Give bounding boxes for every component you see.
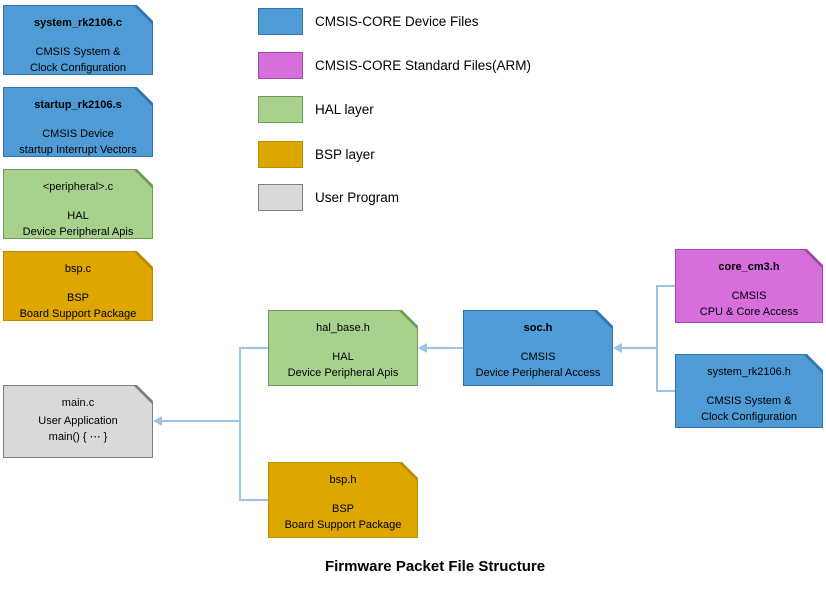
- legend-label: CMSIS-CORE Device Files: [315, 14, 479, 29]
- legend-swatch-green: [258, 96, 303, 123]
- node-shape-fill: [269, 311, 417, 385]
- node-line: Clock Configuration: [30, 62, 126, 74]
- node-line: Device Peripheral Apis: [287, 367, 399, 379]
- node-line: CMSIS System &: [706, 395, 792, 407]
- node-shape-fill: [464, 311, 612, 385]
- node-line: CMSIS: [520, 351, 556, 363]
- node-line: Device Peripheral Apis: [22, 226, 134, 238]
- node-shape-fill: [4, 170, 152, 238]
- node-line: BSP: [331, 503, 354, 515]
- node-line: Device Peripheral Access: [475, 367, 601, 379]
- node-title: startup_rk2106.s: [34, 99, 122, 111]
- node-line: Board Support Package: [284, 519, 402, 531]
- legend-item-user-program: User Program: [258, 184, 399, 211]
- connector-right-bracket-vertical: [656, 285, 658, 392]
- node-line: User Application: [38, 415, 118, 427]
- legend-swatch-blue: [258, 8, 303, 35]
- node-line: HAL: [67, 210, 89, 222]
- node-title: main.c: [61, 397, 95, 409]
- node-line: Board Support Package: [19, 308, 137, 320]
- node-shape-fill: [269, 463, 417, 537]
- connector-to-main-c: [161, 420, 240, 422]
- node-main-c: main.c User Application main() { ⋯ }: [3, 385, 153, 458]
- legend-label: CMSIS-CORE Standard Files(ARM): [315, 58, 532, 73]
- node-soc-h: soc.h CMSIS Device Peripheral Access: [463, 310, 613, 386]
- node-line: startup Interrupt Vectors: [19, 144, 137, 156]
- node-shape-fill: [4, 386, 152, 457]
- node-shape-fill: [4, 88, 152, 156]
- node-line: CMSIS System &: [35, 46, 121, 58]
- legend-swatch-gray: [258, 184, 303, 211]
- node-core-cm3-h: core_cm3.h CMSIS CPU & Core Access: [675, 249, 823, 323]
- node-bsp-c: bsp.c BSP Board Support Package: [3, 251, 153, 321]
- node-shape-fill: [676, 355, 822, 427]
- arrowhead-into-hal-base-h: [418, 343, 427, 353]
- connector-right-bracket-stub-bottom: [656, 390, 675, 392]
- legend-swatch-gold: [258, 141, 303, 168]
- node-line: Clock Configuration: [701, 411, 797, 423]
- node-title: <peripheral>.c: [42, 181, 114, 193]
- connector-left-bracket-vertical: [239, 347, 241, 501]
- node-system-rk2106-c: system_rk2106.c CMSIS System & Clock Con…: [3, 5, 153, 75]
- node-line: BSP: [66, 292, 89, 304]
- node-line: CMSIS Device: [42, 128, 114, 140]
- node-title: soc.h: [523, 322, 553, 334]
- node-system-rk2106-h: system_rk2106.h CMSIS System & Clock Con…: [675, 354, 823, 428]
- node-shape-fill: [4, 6, 152, 74]
- node-line: HAL: [332, 351, 354, 363]
- node-shape-fill: [676, 250, 822, 322]
- connector-left-bracket-stub-top: [239, 347, 268, 349]
- node-shape-fill: [4, 252, 152, 320]
- node-title: system_rk2106.c: [33, 17, 123, 29]
- node-title: core_cm3.h: [718, 261, 780, 273]
- legend-label: HAL layer: [315, 102, 374, 117]
- node-startup-rk2106-s: startup_rk2106.s CMSIS Device startup In…: [3, 87, 153, 157]
- connector-to-soc-h: [621, 347, 658, 349]
- node-bsp-h: bsp.h BSP Board Support Package: [268, 462, 418, 538]
- node-hal-base-h: hal_base.h HAL Device Peripheral Apis: [268, 310, 418, 386]
- legend-label: User Program: [315, 190, 400, 205]
- node-line: CMSIS: [731, 290, 767, 302]
- node-title: bsp.h: [329, 474, 357, 486]
- connector-soc-to-hal: [426, 347, 463, 349]
- legend-item-cmsis-core-device-files: CMSIS-CORE Device Files: [258, 8, 479, 35]
- legend-item-cmsis-core-standard-files: CMSIS-CORE Standard Files(ARM): [258, 52, 531, 79]
- node-title: system_rk2106.h: [707, 366, 791, 378]
- legend-label: BSP layer: [315, 147, 375, 162]
- node-title: hal_base.h: [316, 322, 370, 334]
- node-line: main() { ⋯ }: [48, 431, 108, 443]
- node-peripheral-c: <peripheral>.c HAL Device Peripheral Api…: [3, 169, 153, 239]
- connector-right-bracket-stub-top: [656, 285, 675, 287]
- arrowhead-into-soc-h: [613, 343, 622, 353]
- diagram-title: Firmware Packet File Structure: [324, 558, 546, 575]
- legend-item-bsp-layer: BSP layer: [258, 141, 375, 168]
- legend-swatch-purple: [258, 52, 303, 79]
- node-line: CPU & Core Access: [699, 306, 799, 318]
- connector-left-bracket-stub-bottom: [239, 499, 268, 501]
- node-title: bsp.c: [64, 263, 92, 275]
- arrowhead-into-main-c: [153, 416, 162, 426]
- legend-item-hal-layer: HAL layer: [258, 96, 374, 123]
